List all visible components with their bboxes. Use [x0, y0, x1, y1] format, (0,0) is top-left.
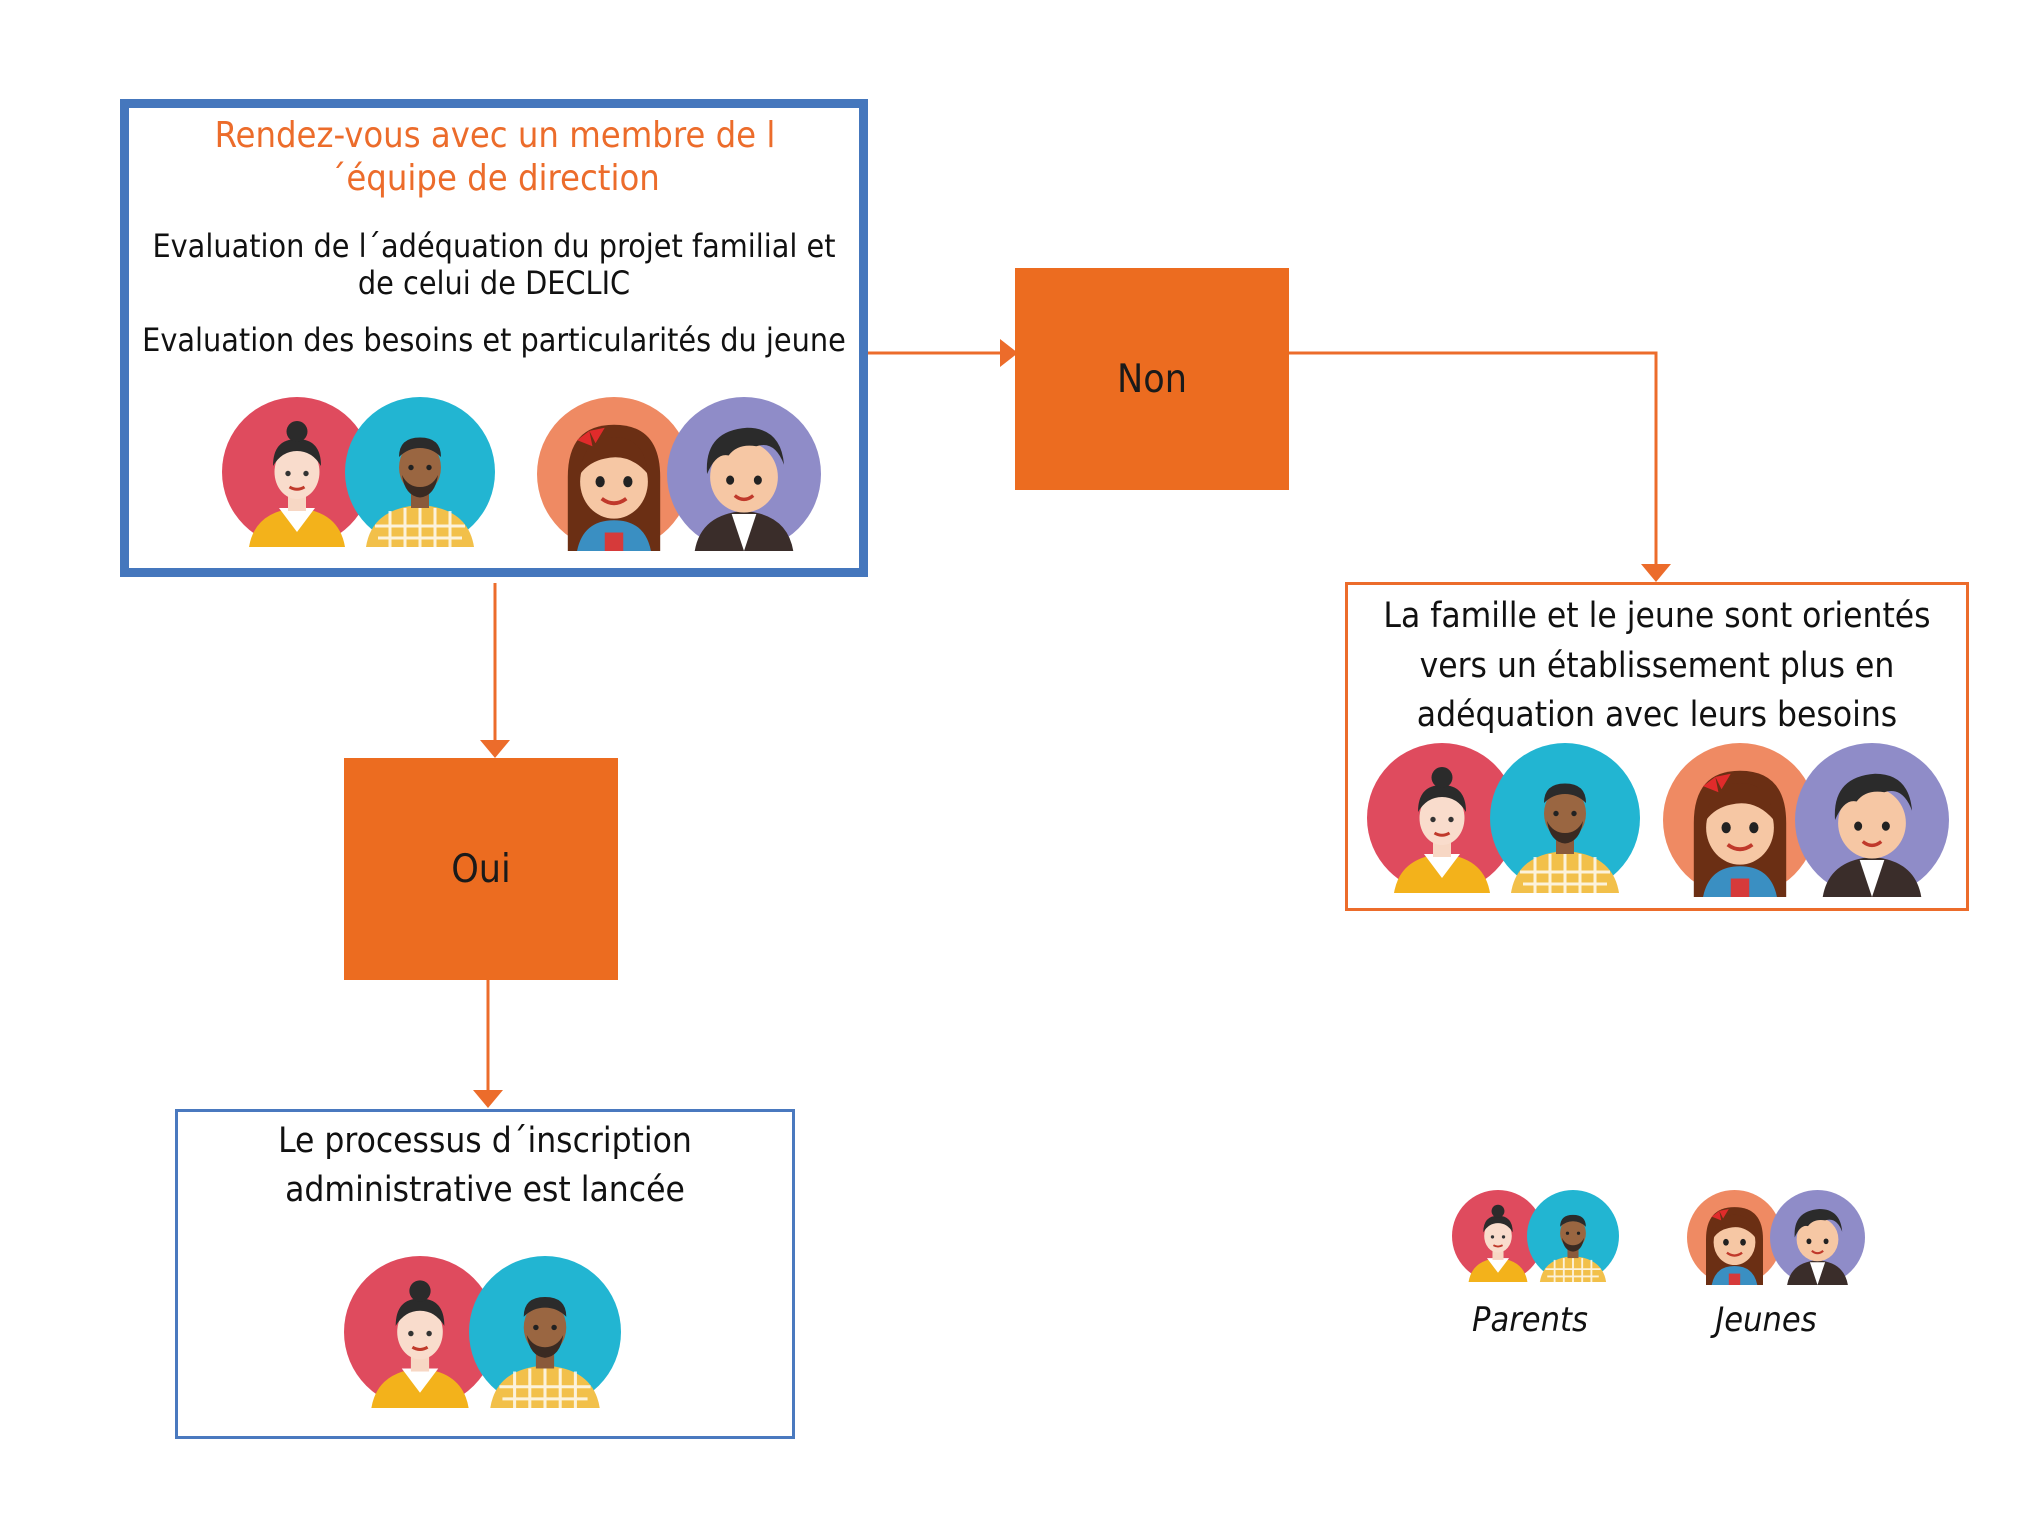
- boy-avatar-icon: [1795, 743, 1949, 897]
- orientation-text: La famille et le jeune sont orientés ver…: [1383, 596, 1931, 736]
- arrow-head-icon: [1641, 564, 1671, 582]
- evaluation-project-text: Evaluation de l´adéquation du projet fam…: [152, 227, 836, 302]
- arrow-head-icon: [473, 1090, 503, 1108]
- meeting-title: Rendez-vous avec un membre de l´équipe d…: [214, 115, 776, 200]
- legend-parents-label: Parents: [1472, 1300, 1588, 1340]
- evaluation-needs-text: Evaluation des besoins et particularités…: [142, 321, 846, 359]
- boy-avatar-icon: [1770, 1190, 1865, 1285]
- registration-box: [175, 1109, 795, 1439]
- legend-youth-label: Jeunes: [1715, 1300, 1817, 1340]
- boy-avatar-icon: [667, 397, 821, 551]
- father-avatar-icon: [1527, 1190, 1619, 1282]
- father-avatar-icon: [1490, 743, 1640, 893]
- arrow-non-to-right-box: [1289, 351, 1658, 564]
- girl-avatar-icon: [1687, 1190, 1782, 1285]
- decision-oui: Oui: [344, 758, 618, 980]
- registration-text: Le processus d´inscription administrativ…: [278, 1121, 692, 1210]
- father-avatar-icon: [469, 1256, 621, 1408]
- girl-avatar-icon: [1663, 743, 1817, 897]
- arrow-head-icon: [1000, 339, 1018, 367]
- decision-non: Non: [1015, 268, 1289, 490]
- arrow-head-icon: [480, 740, 510, 758]
- father-avatar-icon: [345, 397, 495, 547]
